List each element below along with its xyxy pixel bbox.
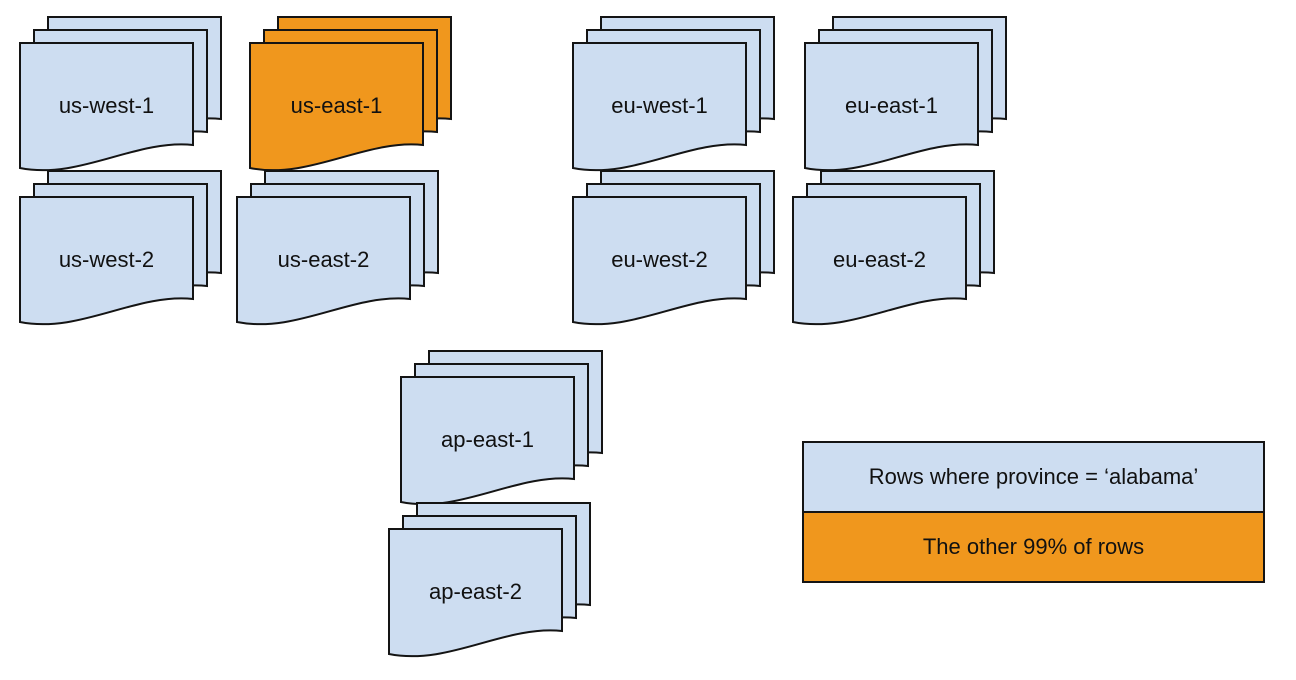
legend-item-2: The other 99% of rows [804,511,1263,581]
document-stack-icon [19,170,222,326]
document-stack-icon [400,350,603,506]
legend: Rows where province = ‘alabama’ The othe… [802,441,1265,583]
region-label: eu-west-2 [611,246,708,272]
region-label: us-east-1 [290,92,383,118]
region-label: ap-east-1 [441,426,534,452]
region-label: us-west-2 [58,246,155,272]
region-label: eu-east-2 [833,246,926,272]
stack-us-east-1: us-east-1 [249,16,452,172]
legend-item-1: Rows where province = ‘alabama’ [804,443,1263,511]
document-stack-icon [19,16,222,172]
document-stack-icon [792,170,995,326]
document-stack-icon [236,170,439,326]
region-label: us-east-2 [277,246,370,272]
document-stack-icon [249,16,452,172]
legend-label: Rows where province = ‘alabama’ [868,464,1199,489]
region-label: us-west-1 [58,92,155,118]
stack-us-east-2: us-east-2 [236,170,439,326]
region-label: ap-east-2 [429,578,522,604]
document-stack-icon [572,16,775,172]
stack-eu-west-1: eu-west-1 [572,16,775,172]
stack-eu-east-1: eu-east-1 [804,16,1007,172]
stack-ap-east-2: ap-east-2 [388,502,591,658]
stack-us-west-1: us-west-1 [19,16,222,172]
legend-label: The other 99% of rows [922,534,1145,559]
stack-eu-west-2: eu-west-2 [572,170,775,326]
region-label: eu-east-1 [845,92,938,118]
region-label: eu-west-1 [611,92,708,118]
stack-us-west-2: us-west-2 [19,170,222,326]
document-stack-icon [388,502,591,658]
stack-eu-east-2: eu-east-2 [792,170,995,326]
document-stack-icon [572,170,775,326]
document-stack-icon [804,16,1007,172]
stack-ap-east-1: ap-east-1 [400,350,603,506]
